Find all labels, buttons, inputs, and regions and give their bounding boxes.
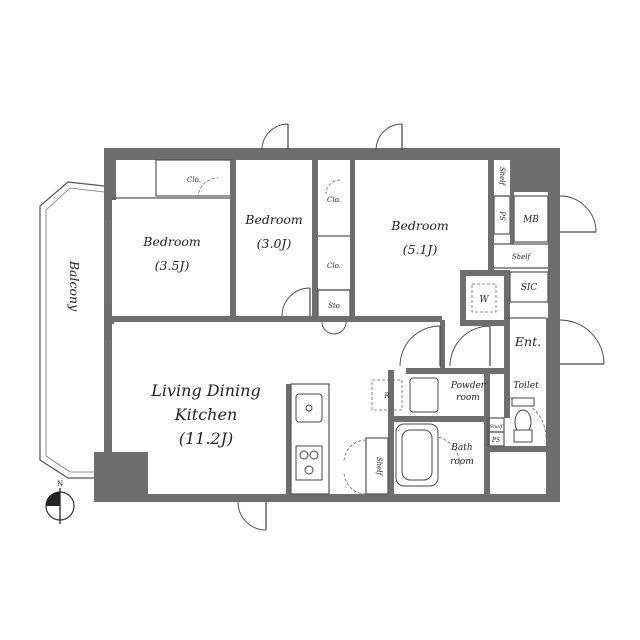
north-arrow-icon (46, 492, 60, 506)
compass-north-label: N (57, 480, 63, 488)
balcony-area (39, 181, 105, 479)
shelf-mid-right-label: Shelf (512, 253, 532, 261)
closet-mid-upper-label: Clo. (327, 196, 341, 204)
bath-room-line1: Bath (450, 443, 472, 453)
ldk-size: (11.2J) (179, 429, 234, 448)
closet-mid-lower-label: Clo. (327, 262, 341, 270)
w-label: W (479, 295, 489, 305)
sic-label: SIC (521, 283, 538, 293)
closet-label: Clo. (187, 176, 201, 184)
toilet-label: Toilet (513, 381, 539, 391)
w-closet-outline (471, 283, 497, 313)
shelf-small-label: Shelf (489, 424, 503, 430)
shelf-kitchen-label: Shelf (375, 457, 383, 477)
bedroom-right-name: Bedroom (390, 218, 448, 233)
bedroom-mid-name: Bedroom (244, 212, 302, 227)
interior-walls (112, 159, 549, 495)
bedroom-left-size: (3.5J) (155, 258, 190, 273)
shelf-top-right-label: Shelf (498, 167, 506, 187)
ps-top-label: PS (498, 210, 506, 221)
ps-small-label: PS (491, 437, 500, 444)
ldk-line2: Kitchen (174, 405, 238, 424)
powder-room-line1: Powder (450, 381, 486, 391)
refrigerator-label: R (383, 392, 390, 400)
bedroom-left-name: Bedroom (142, 234, 200, 249)
windows (105, 220, 111, 440)
exterior-walls (94, 148, 560, 502)
mb-label: MB (522, 215, 539, 225)
north-compass (45, 488, 75, 524)
bedroom-mid-size: (3.0J) (257, 236, 292, 251)
entrance-label: Ent. (514, 334, 541, 349)
fixtures (295, 377, 535, 487)
bedroom-right-size: (5.1J) (403, 242, 438, 257)
bath-room-line2: room (450, 457, 474, 467)
storage-label: Sto (328, 302, 340, 310)
balcony-label: Balcony (67, 260, 82, 312)
ldk-line1: Living Dining (150, 381, 260, 400)
powder-room-line2: room (456, 393, 480, 403)
